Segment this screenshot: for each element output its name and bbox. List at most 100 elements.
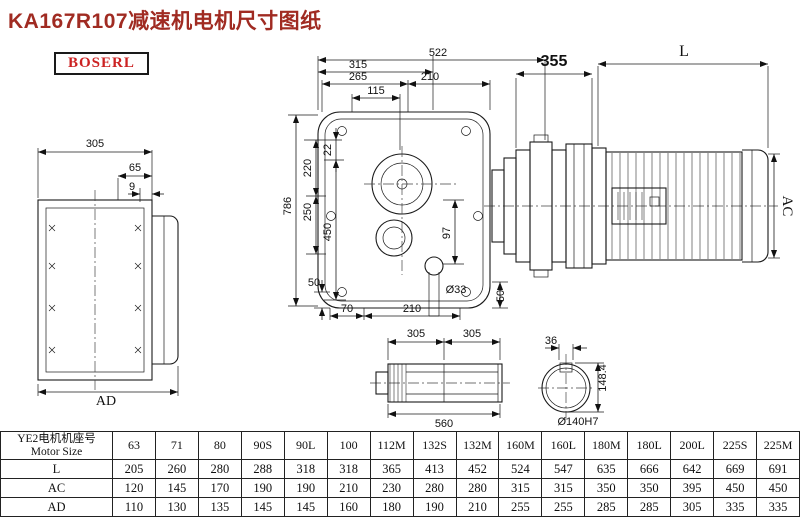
table-cell: 280 [412,478,457,498]
table-cell: 205 [112,459,156,479]
row-label: AC [0,478,113,498]
table-cell: 120 [112,478,156,498]
dim-36-label: 36 [545,335,557,347]
motor-view: 355 L AC [484,43,795,278]
dim-305a-label: 305 [407,328,425,340]
shaft-end-view: 36 148.4 Ø140H7 [538,335,609,428]
dim-9-label: 9 [129,181,135,193]
shaft-view: 305 305 560 [370,328,510,430]
table-cell: 260 [154,459,199,479]
table-cell: 210 [455,497,500,517]
table-cell: 524 [498,459,543,479]
dim-355-label: 355 [541,53,568,70]
table-cell: 135 [197,497,242,517]
column-header: 80 [197,431,242,460]
column-header: 90S [240,431,285,460]
dim-115-label: 115 [367,85,385,97]
table-cell: 285 [584,497,629,517]
column-header: 100 [326,431,371,460]
table-cell: 450 [756,478,800,498]
column-header: 90L [283,431,328,460]
dim-786-label: 786 [282,197,294,215]
table-cell: 450 [713,478,758,498]
dim-450-label: 450 [322,223,334,241]
dim-AD-label: AD [96,394,116,409]
front-view: 522 315 265 210 115 786 220 250 [282,47,546,320]
table-cell: 350 [584,478,629,498]
column-header: 132S [412,431,457,460]
table-cell: 255 [541,497,586,517]
table-cell: 145 [154,478,199,498]
table-cell: 318 [283,459,328,479]
column-header: 200L [670,431,715,460]
dim-210-bottom-label: 210 [403,303,421,315]
table-cell: 230 [369,478,414,498]
table-cell: 452 [455,459,500,479]
column-header: 63 [112,431,156,460]
row-header-cn: YE2电机机座号 [17,432,96,445]
column-header: 225M [756,431,800,460]
dim-210-top-label: 210 [421,71,439,83]
table-cell: 190 [240,478,285,498]
table-cell: 190 [412,497,457,517]
table-cell: 285 [627,497,672,517]
table-cell: 210 [326,478,371,498]
table-cell: 413 [412,459,457,479]
table-cell: 335 [756,497,800,517]
column-header: 112M [369,431,414,460]
row-label: L [0,459,113,479]
page-title: KA167R107减速机电机尺寸图纸 [8,10,322,33]
table-cell: 130 [154,497,199,517]
table-cell: 395 [670,478,715,498]
column-header: 160L [541,431,586,460]
table-cell: 666 [627,459,672,479]
column-header: 71 [154,431,199,460]
dim-305-left-label: 305 [86,138,104,150]
column-header: 132M [455,431,500,460]
column-header: 160M [498,431,543,460]
table-cell: 280 [455,478,500,498]
row-label: AD [0,497,113,517]
table-cell: 669 [713,459,758,479]
brand-logo: BOSERL [54,52,149,75]
dim-bore-label: Ø140H7 [558,416,599,428]
table-cell: 280 [197,459,242,479]
table-cell: 335 [713,497,758,517]
dim-50-right-label: 50 [495,290,507,302]
table-cell: 547 [541,459,586,479]
column-header: 180L [627,431,672,460]
table-cell: 691 [756,459,800,479]
dim-250-label: 250 [302,203,314,221]
dim-L-label: L [679,43,689,60]
column-header: 180M [584,431,629,460]
table-cell: 145 [283,497,328,517]
table-cell: 350 [627,478,672,498]
dim-265-label: 265 [349,71,367,83]
table-cell: 315 [498,478,543,498]
table-cell: 160 [326,497,371,517]
table-cell: 110 [112,497,156,517]
dim-AC-label: AC [779,196,795,217]
table-cell: 318 [326,459,371,479]
table-cell: 642 [670,459,715,479]
dim-22-label: 22 [322,144,334,156]
table-cell: 288 [240,459,285,479]
dim-305b-label: 305 [463,328,481,340]
dim-220-label: 220 [302,159,314,177]
dim-148-label: 148.4 [597,364,609,392]
dim-50-left-label: 50 [308,277,320,289]
table-cell: 255 [498,497,543,517]
dim-522-label: 522 [429,47,447,59]
dim-70-label: 70 [341,303,353,315]
left-side-view: 305 65 9 AD [37,138,179,409]
dim-97-label: 97 [441,227,453,239]
table-cell: 635 [584,459,629,479]
